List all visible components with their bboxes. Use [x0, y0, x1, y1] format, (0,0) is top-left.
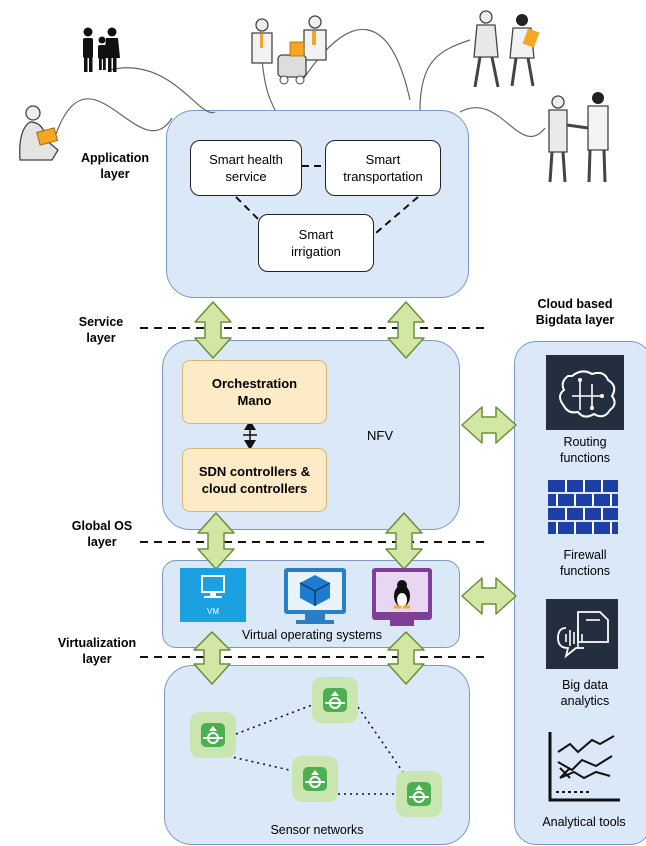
sensor-node-icon — [190, 712, 236, 758]
firewall-functions-label: Firewall functions — [559, 548, 611, 578]
connection-line — [109, 67, 216, 114]
orchestration-label: Orchestration Mano — [211, 376, 298, 408]
sensor-networks-label: Sensor networks — [270, 823, 364, 837]
connection-line — [459, 107, 546, 137]
sensor-node-icon — [292, 756, 338, 802]
double-arrow-v — [387, 631, 425, 685]
sensor-node-icon — [396, 771, 442, 817]
cloud-layer-label: Cloud based Bigdata layer — [535, 297, 615, 327]
sdn-controllers-box: SDN controllers & cloud controllers — [182, 448, 327, 512]
virtual-os-label: Virtual operating systems — [241, 628, 383, 642]
orchestration-box: Orchestration Mano — [182, 360, 327, 424]
double-arrow-h — [461, 406, 517, 444]
bigdata-analytics-label: Big data analytics — [560, 678, 610, 708]
smart-irrigation-box: Smart irrigation — [258, 214, 374, 272]
smart-health-label: Smart health service — [209, 152, 283, 184]
connection-line — [419, 39, 471, 111]
service-layer-label: Service layer — [78, 315, 124, 345]
person-laptop-icon — [19, 105, 59, 161]
analytical-tools-label: Analytical tools — [542, 815, 626, 829]
small-double-arrow — [243, 420, 257, 450]
vm-label: VM — [207, 607, 219, 616]
double-arrow-v — [194, 301, 232, 359]
connection-line — [261, 59, 276, 111]
brain-circuit-icon — [546, 355, 624, 430]
sensor-nodes — [190, 677, 442, 817]
smart-irrigation-label: Smart irrigation — [291, 227, 341, 259]
application-layer-label: Application layer — [80, 151, 150, 181]
walking-people-icon — [473, 10, 540, 88]
nfv-label: NFV — [367, 428, 393, 443]
doctor-patient-icon — [251, 15, 327, 85]
analytics-speech-icon — [546, 599, 618, 669]
sensor-links — [227, 704, 406, 795]
double-arrow-v — [193, 631, 231, 685]
firewall-icon — [548, 480, 618, 534]
smart-transport-box: Smart transportation — [325, 140, 441, 196]
virtualization-layer-label: Virtualization layer — [57, 636, 137, 666]
double-arrow-v — [387, 301, 425, 359]
sdn-controllers-label: SDN controllers & cloud controllers — [198, 464, 311, 496]
linux-icon — [372, 568, 432, 626]
routing-functions-label: Routing functions — [559, 435, 611, 465]
smart-health-box: Smart health service — [190, 140, 302, 196]
sensor-node-icon — [312, 677, 358, 723]
smart-transport-label: Smart transportation — [343, 152, 423, 184]
line-chart-icon — [548, 732, 620, 802]
double-arrow-h — [461, 577, 517, 615]
family-icon — [83, 27, 120, 72]
connection-line — [55, 98, 173, 135]
double-arrows — [193, 301, 517, 685]
virtualbox-icon — [284, 568, 346, 624]
vm-icon — [180, 568, 246, 622]
global-os-layer-label: Global OS layer — [71, 519, 133, 549]
handshake-icon — [548, 92, 609, 183]
double-arrow-v — [385, 512, 423, 570]
